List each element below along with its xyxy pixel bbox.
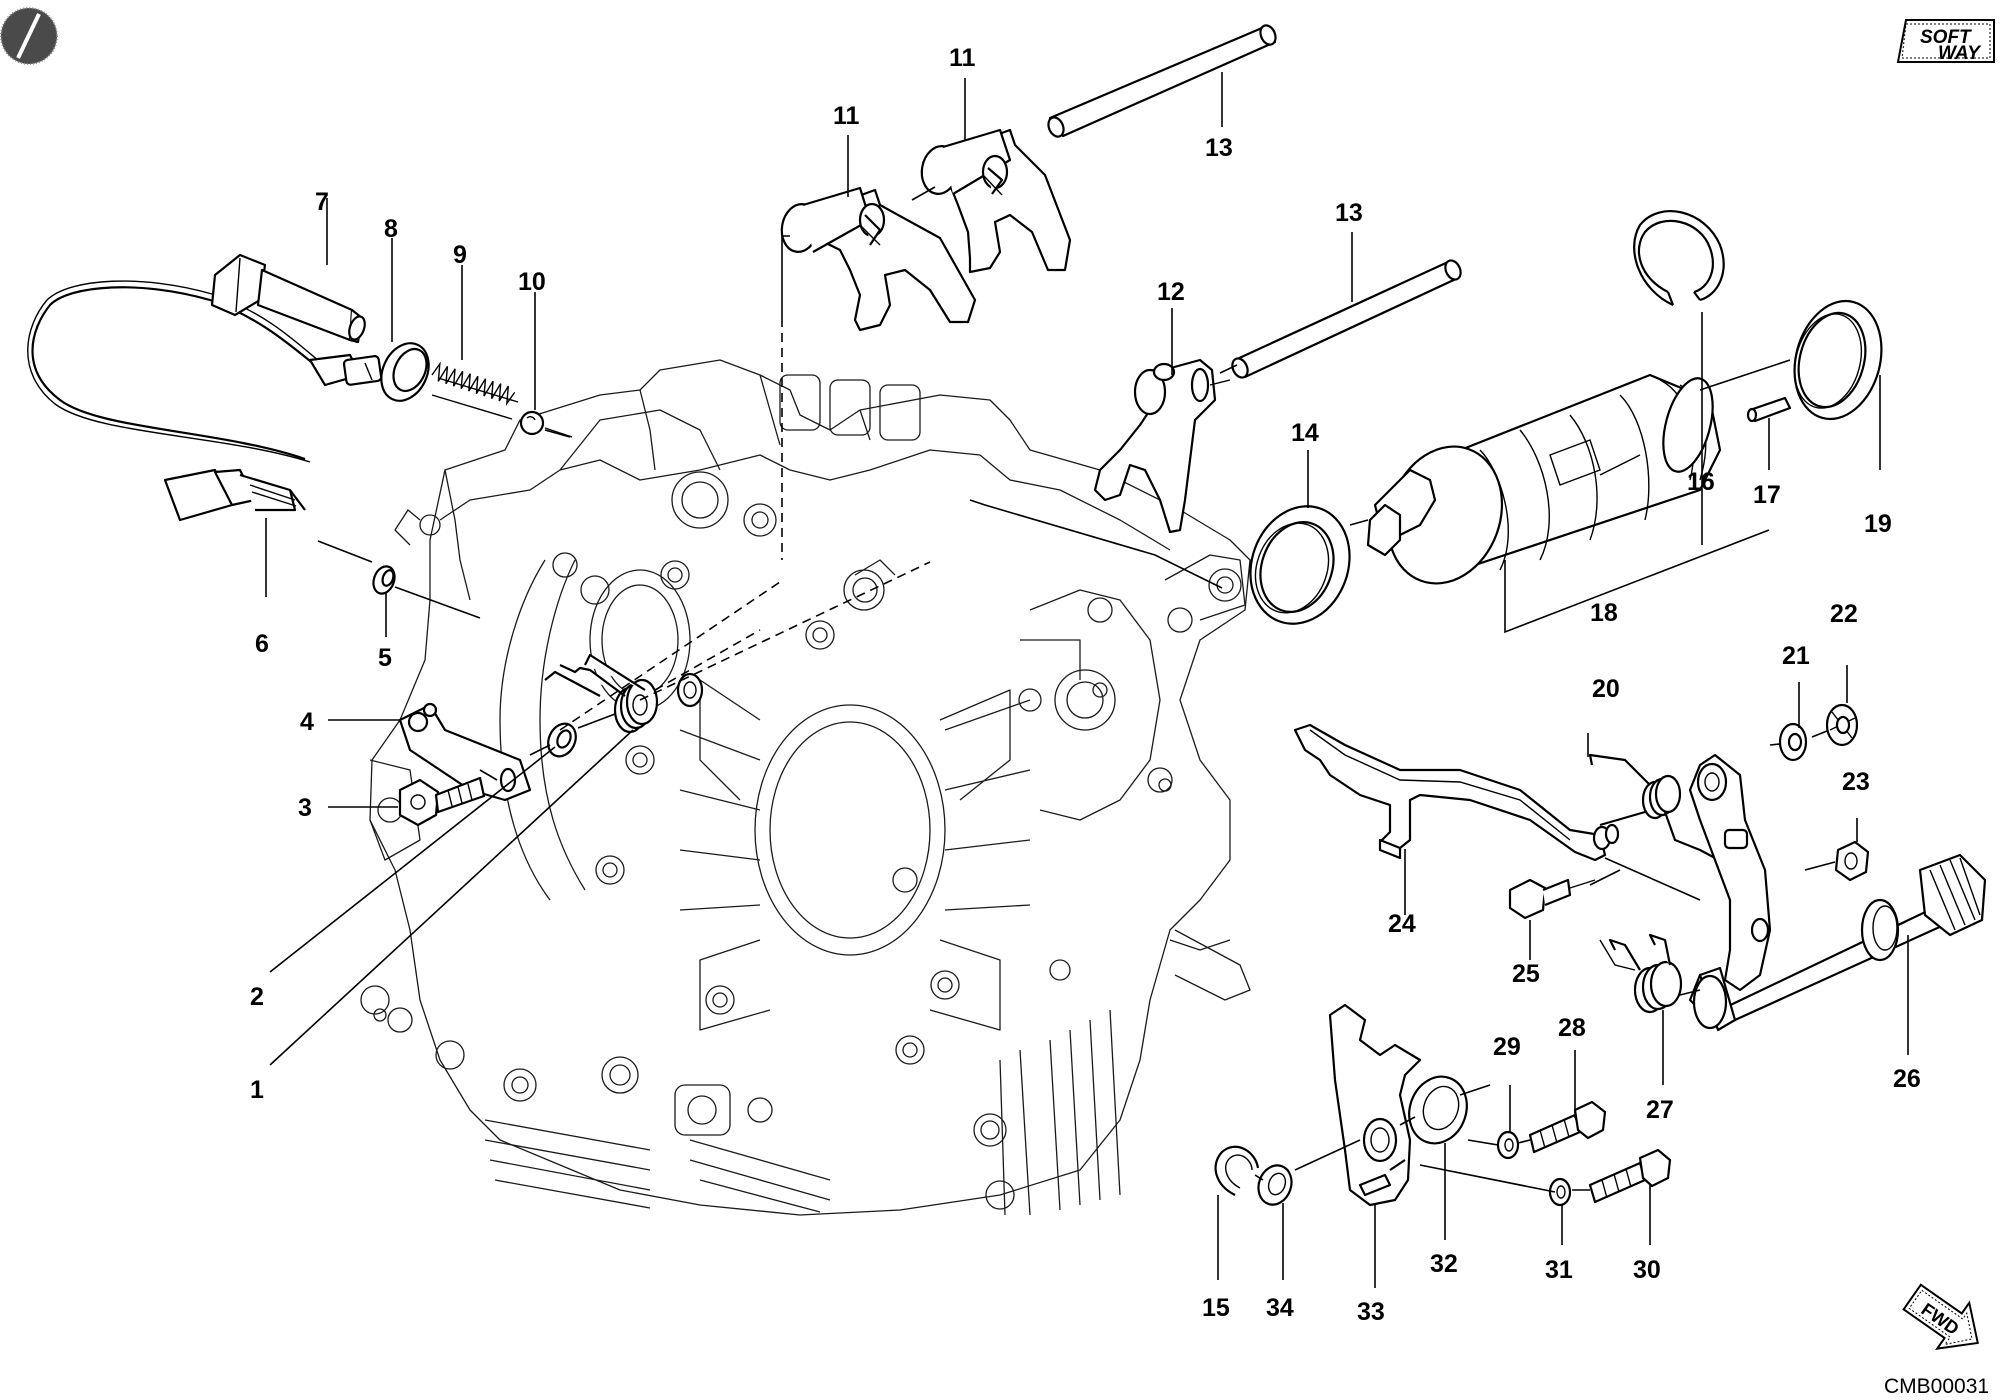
fork-shaft-part-13-upper: [1047, 24, 1277, 138]
label-part-6: 6: [255, 630, 269, 658]
label-part-18: 18: [1590, 599, 1618, 627]
label-part-11-left: 11: [833, 102, 860, 130]
badge-line1: SOFT: [1920, 27, 1972, 48]
spring-part-20: [1588, 753, 1716, 859]
label-part-9: 9: [453, 241, 467, 269]
circlip-part-15: [1214, 1145, 1260, 1196]
label-part-4: 4: [300, 708, 314, 736]
pin-part-17: [1746, 396, 1792, 423]
ring-part-14: [1249, 505, 1351, 625]
label-part-11-right: 11: [949, 44, 976, 72]
label-part-19: 19: [1864, 510, 1892, 538]
label-part-22: 22: [1830, 600, 1858, 628]
softway-badge: SOFT WAY: [1896, 19, 1995, 64]
label-part-2: 2: [250, 983, 264, 1011]
label-part-12: 12: [1157, 278, 1185, 306]
assembly-lines: [317, 186, 1836, 1193]
screw-part-25: [1508, 878, 1596, 920]
washer-part-5: [372, 565, 396, 595]
selector-arm-part-24: [1293, 723, 1620, 862]
corner-marker-icon: [0, 7, 58, 65]
label-part-30: 30: [1633, 1256, 1661, 1284]
label-part-24: 24: [1388, 910, 1416, 938]
label-part-23: 23: [1842, 768, 1870, 796]
shift-fork-part-12: [1093, 358, 1231, 534]
screw-part-3: [398, 776, 486, 827]
label-part-14: 14: [1291, 419, 1319, 447]
plate-part-4: [398, 702, 532, 802]
ring-part-32: [1408, 1075, 1468, 1145]
washer-part-2: [547, 722, 577, 758]
bolt-part-7: [210, 253, 366, 344]
label-part-8: 8: [384, 215, 398, 243]
label-part-17: 17: [1753, 481, 1781, 509]
leader-lines: [265, 72, 1909, 1288]
label-part-5: 5: [378, 644, 392, 672]
label-part-20: 20: [1592, 675, 1620, 703]
washer-part-34: [1257, 1164, 1293, 1206]
label-part-34: 34: [1266, 1294, 1294, 1322]
label-part-31: 31: [1545, 1256, 1573, 1284]
label-part-25: 25: [1512, 960, 1540, 988]
spring-part-9: [431, 361, 519, 420]
label-part-21: 21: [1782, 642, 1810, 670]
label-part-13-lower: 13: [1335, 199, 1363, 227]
label-part-3: 3: [298, 794, 312, 822]
label-part-13-upper: 13: [1205, 134, 1233, 162]
label-part-1: 1: [250, 1076, 264, 1104]
spring-part-1: [544, 653, 704, 734]
circlip-part-16: [1633, 210, 1725, 307]
shift-drum-part-18: [1366, 373, 1722, 585]
label-part-10: 10: [518, 268, 546, 296]
label-part-33: 33: [1357, 1298, 1385, 1326]
washer-part-31: [1548, 1177, 1572, 1207]
label-part-16: 16: [1687, 468, 1715, 496]
fork-shaft-part-13-lower: [1231, 259, 1462, 379]
washer-part-29: [1496, 1130, 1520, 1160]
sensor-part-6: [27, 280, 383, 522]
ball-part-10: [519, 410, 573, 438]
label-part-27: 27: [1646, 1096, 1674, 1124]
nut-part-23: [1834, 840, 1870, 882]
shift-fork-part-11-left: [780, 186, 977, 332]
ring-part-8: [380, 342, 430, 402]
shift-fork-part-11-right: [920, 128, 1072, 274]
spring-part-27: [1599, 933, 1683, 1014]
label-part-28: 28: [1558, 1014, 1586, 1042]
screw-part-30: [1588, 1148, 1672, 1204]
label-part-15: 15: [1202, 1294, 1230, 1322]
gearshift-shaft-part-26: [1688, 753, 1987, 1032]
screw-part-28: [1528, 1100, 1607, 1154]
label-part-32: 32: [1430, 1250, 1458, 1278]
forward-arrow-icon: FWD: [1902, 1283, 1979, 1350]
part-number-labels: 1 2 3 4 5 6 7 8 9 10 11 11 12 13 13 14 1…: [250, 44, 1921, 1326]
label-part-26: 26: [1893, 1065, 1921, 1093]
label-part-29: 29: [1493, 1033, 1521, 1061]
washer-part-21: [1778, 722, 1808, 762]
plate-part-33: [1328, 1003, 1422, 1207]
ring-part-19: [1793, 299, 1883, 421]
clip-part-22: [1825, 703, 1859, 747]
crankcase-illustration: [360, 359, 1251, 1216]
label-part-7: 7: [315, 188, 329, 216]
drawing-code: CMB00031: [1884, 1375, 1989, 1398]
badge-line2: WAY: [1938, 43, 1982, 64]
